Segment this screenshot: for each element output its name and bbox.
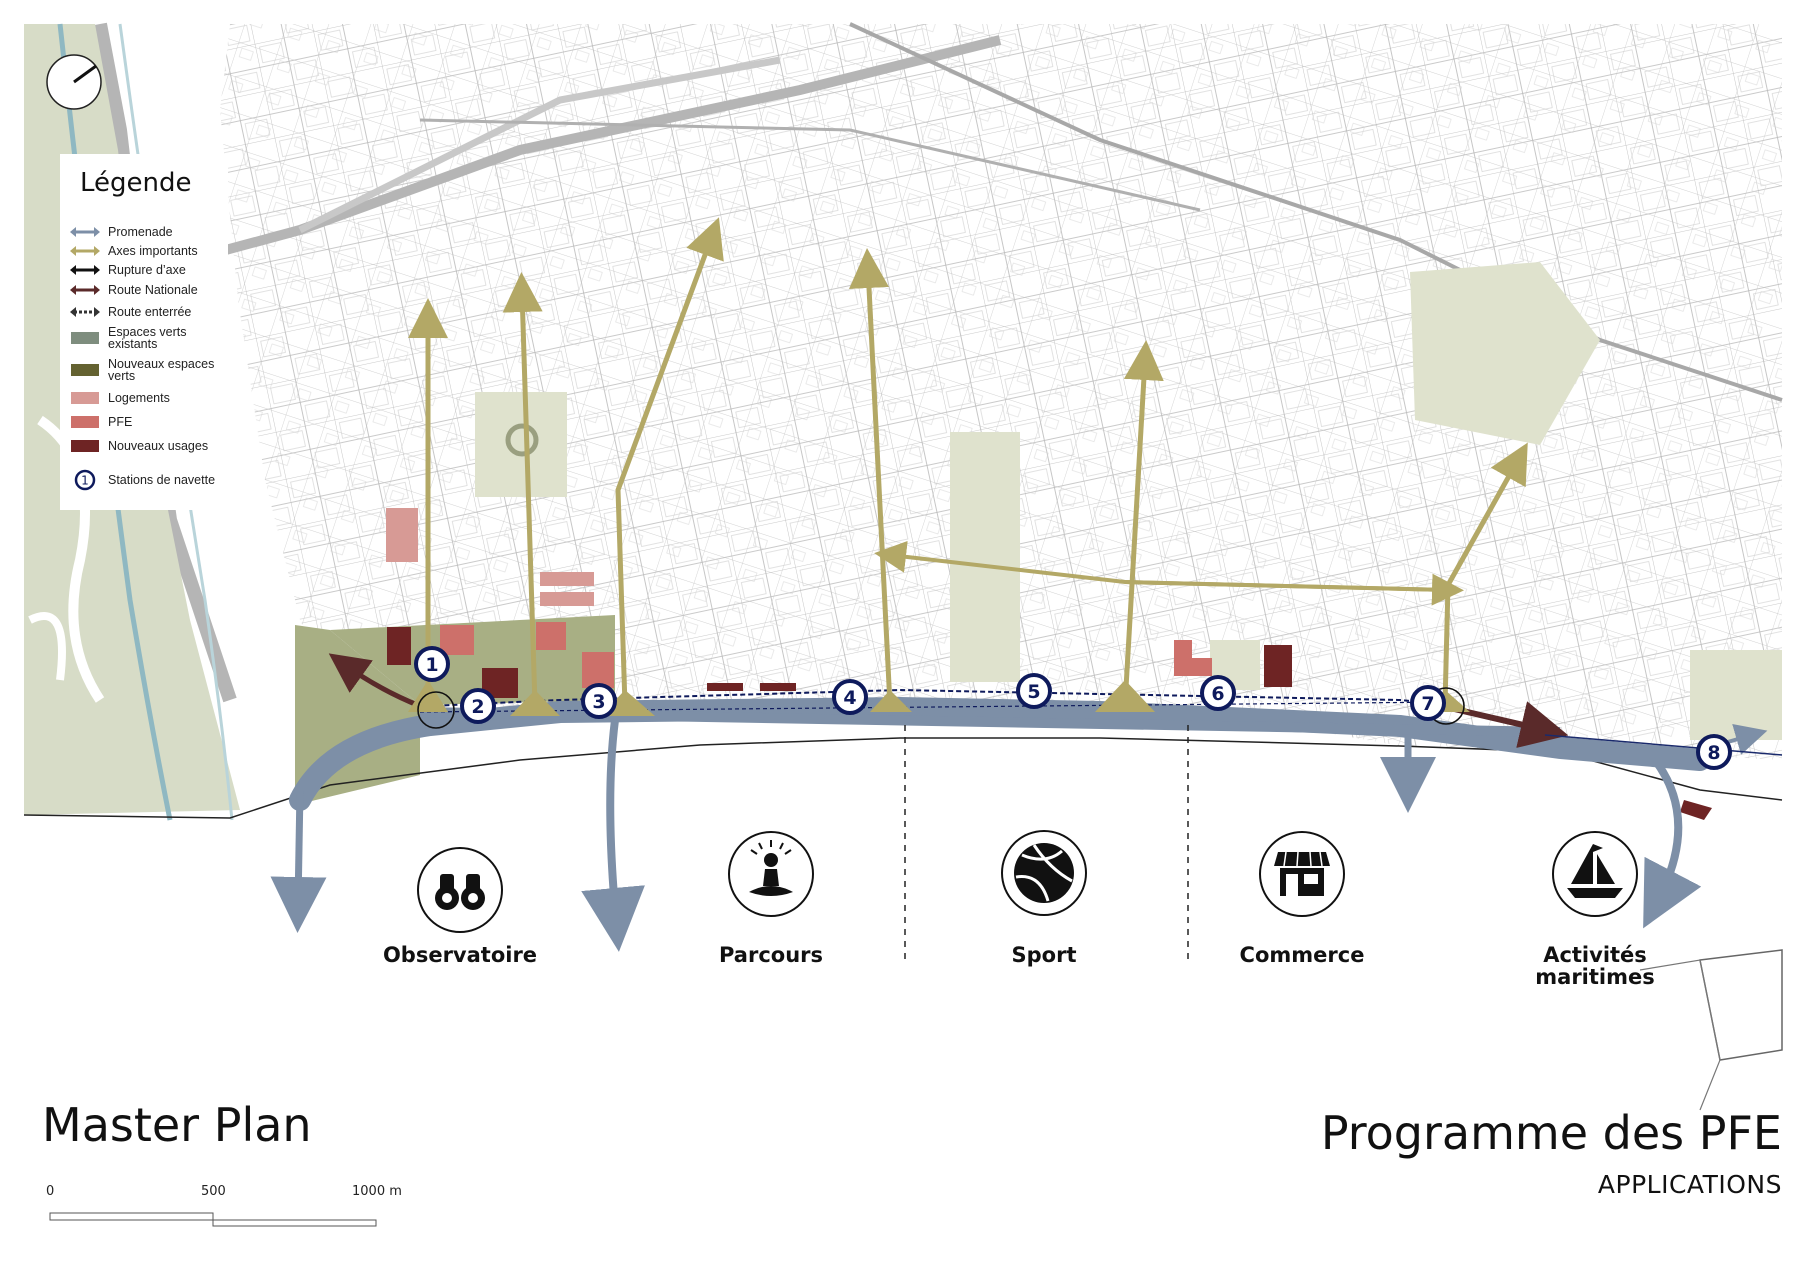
shop-icon (1259, 831, 1345, 917)
legend-label: Promenade (108, 225, 173, 239)
sailboat-icon (1552, 831, 1638, 917)
station-number: 4 (843, 687, 856, 709)
legend-label: Axes importants (108, 244, 198, 258)
legend-item: Espaces verts existants (70, 326, 224, 350)
scale-bar (49, 1212, 377, 1227)
legend-label: Nouveaux usages (108, 439, 209, 453)
legend-label: Espaces verts existants (108, 325, 187, 351)
legend-symbol (70, 243, 100, 259)
legend-symbol (70, 362, 100, 378)
zone-label-observatoire: Observatoire (382, 943, 538, 967)
logements-block (386, 508, 418, 562)
station-marker: 5 (1016, 673, 1052, 709)
scale-label-1000: 1000 m (352, 1184, 402, 1199)
station-marker: 6 (1200, 675, 1236, 711)
meditation-icon (728, 831, 814, 917)
scale-label-0: 0 (46, 1184, 55, 1199)
legend-label: Rupture d’axe (108, 263, 186, 277)
legend-title: Légende (80, 168, 192, 198)
legend-label: Nouveaux espaces verts (108, 357, 215, 383)
legend-item: Route enterrée (70, 304, 224, 320)
volleyball-icon (1001, 830, 1087, 916)
scale-label-500: 500 (201, 1184, 226, 1199)
legend-label: Stations de navette (108, 473, 216, 487)
legend-symbol (70, 390, 100, 406)
legend-label: PFE (108, 415, 133, 429)
program-subtitle: APPLICATIONS (1597, 1170, 1782, 1199)
zone-label-parcours: Parcours (718, 943, 824, 967)
station-marker: 2 (460, 688, 496, 724)
legend-item: Axes importants (70, 243, 224, 259)
station-marker: 3 (581, 683, 617, 719)
station-number: 2 (471, 696, 484, 718)
legend-symbol (70, 282, 100, 298)
north-arrow-icon (46, 54, 102, 110)
station-marker: 8 (1696, 734, 1732, 770)
legend-symbol (70, 330, 100, 346)
station-number: 7 (1421, 693, 1434, 715)
legend-symbol (70, 262, 100, 278)
legend-item: PFE (70, 414, 224, 430)
station-number: 6 (1211, 683, 1224, 705)
legend-item: Rupture d’axe (70, 262, 224, 278)
legend-item: Nouveaux usages (70, 438, 224, 454)
legend-item: Logements (70, 390, 224, 406)
station-number: 5 (1027, 681, 1040, 703)
program-title: Programme des PFE (1320, 1106, 1782, 1160)
legend-item: Route Nationale (70, 282, 224, 298)
legend-item: Promenade (70, 224, 224, 240)
legend-symbol (70, 304, 100, 320)
legend-symbol (70, 224, 100, 240)
station-marker: 7 (1410, 685, 1446, 721)
station-marker: 4 (832, 679, 868, 715)
station-number: 1 (425, 654, 438, 676)
station-number: 8 (1707, 742, 1720, 764)
binoculars-icon (417, 847, 503, 933)
shuttle-stations: 1 2 3 4 5 6 7 8 (414, 646, 1732, 770)
legend-label: Route Nationale (108, 283, 198, 297)
legend-item: Nouveaux espaces verts (70, 358, 224, 382)
legend-symbol (70, 438, 100, 454)
svg-text:1: 1 (81, 474, 89, 488)
legend-item: 1 Stations de navette (70, 469, 224, 491)
zone-label-commerce: Commerce (1239, 943, 1365, 967)
station-marker: 1 (414, 646, 450, 682)
legend-label: Route enterrée (108, 305, 192, 319)
station-number: 3 (592, 691, 605, 713)
zone-label-activites-maritimes: Activités maritimes (1535, 943, 1655, 989)
page-title: Master Plan (42, 1098, 312, 1152)
legend-label: Logements (108, 391, 170, 405)
zone-label-sport: Sport (1011, 943, 1077, 967)
legend-symbol: 1 (70, 469, 100, 491)
legend-symbol (70, 414, 100, 430)
